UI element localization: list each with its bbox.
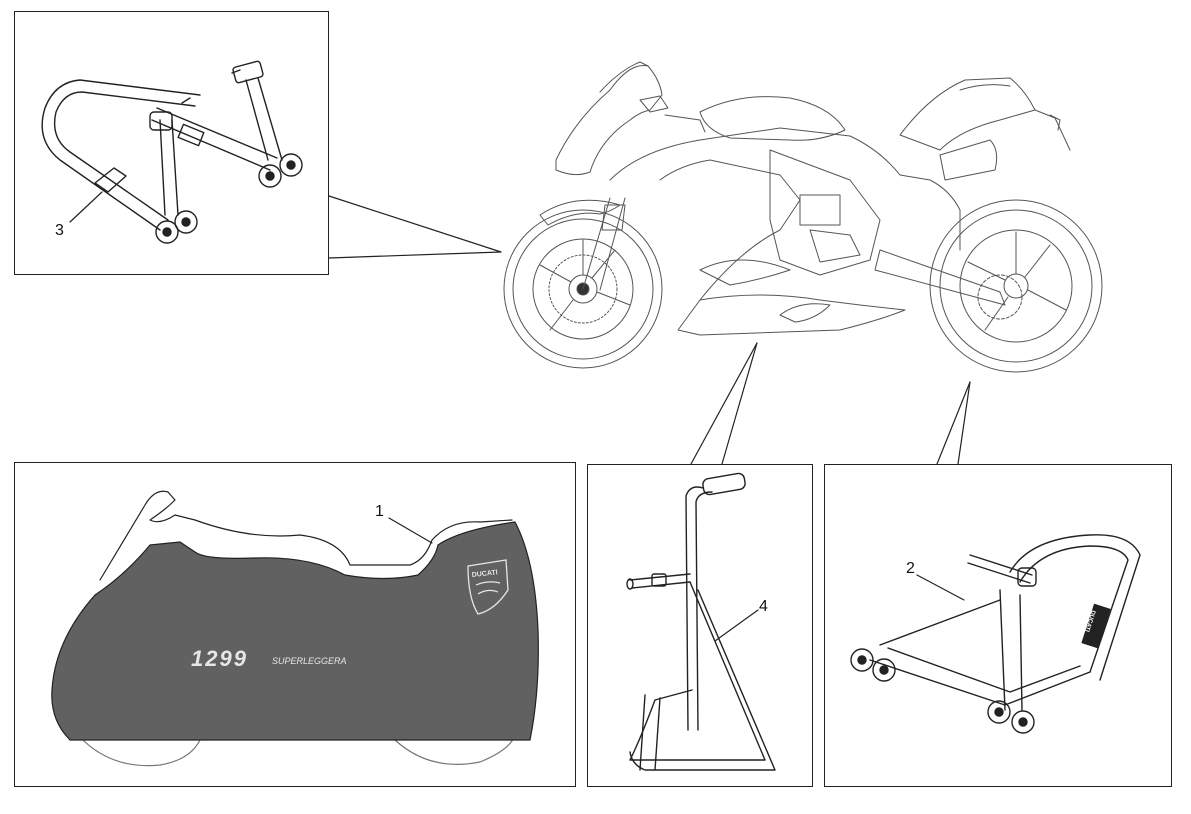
cover-logo-text: DUCATI xyxy=(471,569,498,579)
panel-rear-stand xyxy=(824,464,1172,787)
callout-1: 1 xyxy=(375,503,384,520)
cover-print: 1299 SUPERLEGGERA DUCATI xyxy=(191,559,509,671)
leader-lines xyxy=(328,195,971,465)
callout-4: 4 xyxy=(759,598,768,615)
callout-leaders xyxy=(69,191,965,642)
rear-paddock-stand xyxy=(850,534,1141,734)
front-paddock-stand xyxy=(41,60,303,244)
bike-cover xyxy=(51,490,539,767)
callout-3: 3 xyxy=(55,222,64,239)
ducati-shield-logo: DUCATI xyxy=(467,559,509,615)
cover-model-text: 1299 xyxy=(191,646,248,671)
motorcycle-illustration xyxy=(503,61,1103,373)
callout-2: 2 xyxy=(906,560,915,577)
single-sided-stand xyxy=(626,472,776,771)
cover-name-text: SUPERLEGGERA xyxy=(272,656,347,666)
panel-single-stand xyxy=(587,464,813,787)
